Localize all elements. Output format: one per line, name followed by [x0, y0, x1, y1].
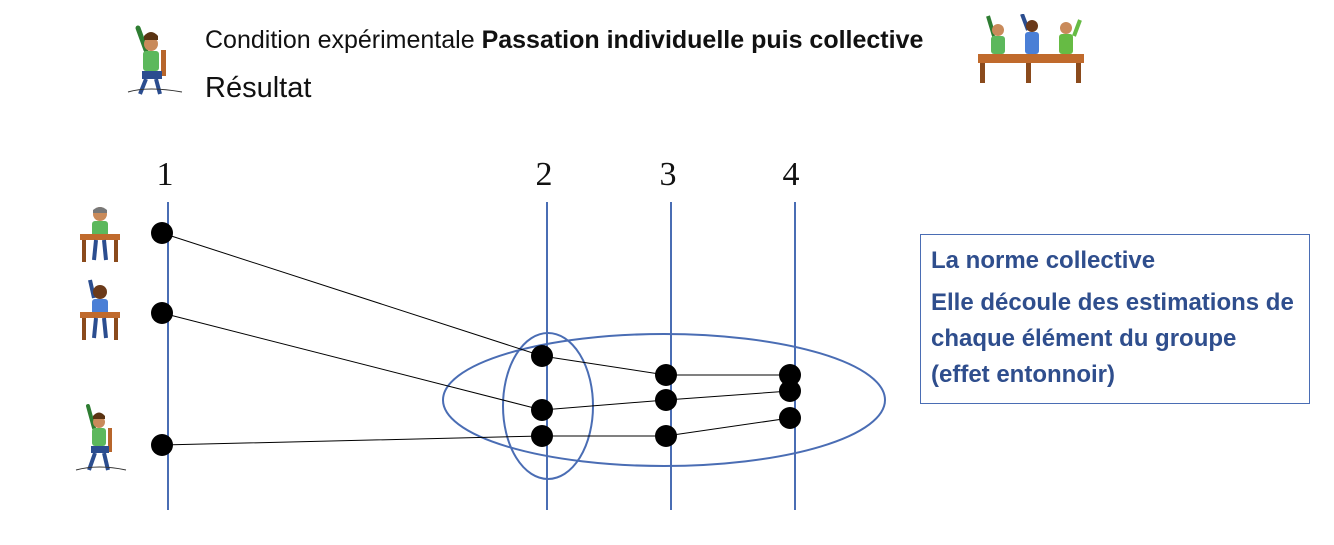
estimate-dot — [655, 389, 677, 411]
norm-box-text: Elle découle des estimations de chaque é… — [931, 285, 1299, 357]
norm-box: La norme collective Elle découle des est… — [920, 234, 1310, 404]
estimate-dot — [655, 425, 677, 447]
estimate-dot — [531, 425, 553, 447]
trajectory-participant-2 — [162, 313, 790, 410]
trajectory-participant-1 — [162, 233, 790, 375]
norm-box-title: La norme collective — [931, 243, 1299, 279]
trajectory-participant-3 — [162, 418, 790, 445]
estimate-dot — [779, 380, 801, 402]
estimate-dot — [151, 222, 173, 244]
estimate-dot — [655, 364, 677, 386]
estimate-dot — [531, 345, 553, 367]
estimate-dot — [531, 399, 553, 421]
norm-box-note: (effet entonnoir) — [931, 357, 1299, 393]
estimate-dot — [151, 302, 173, 324]
estimate-dot — [779, 407, 801, 429]
estimate-dot — [151, 434, 173, 456]
